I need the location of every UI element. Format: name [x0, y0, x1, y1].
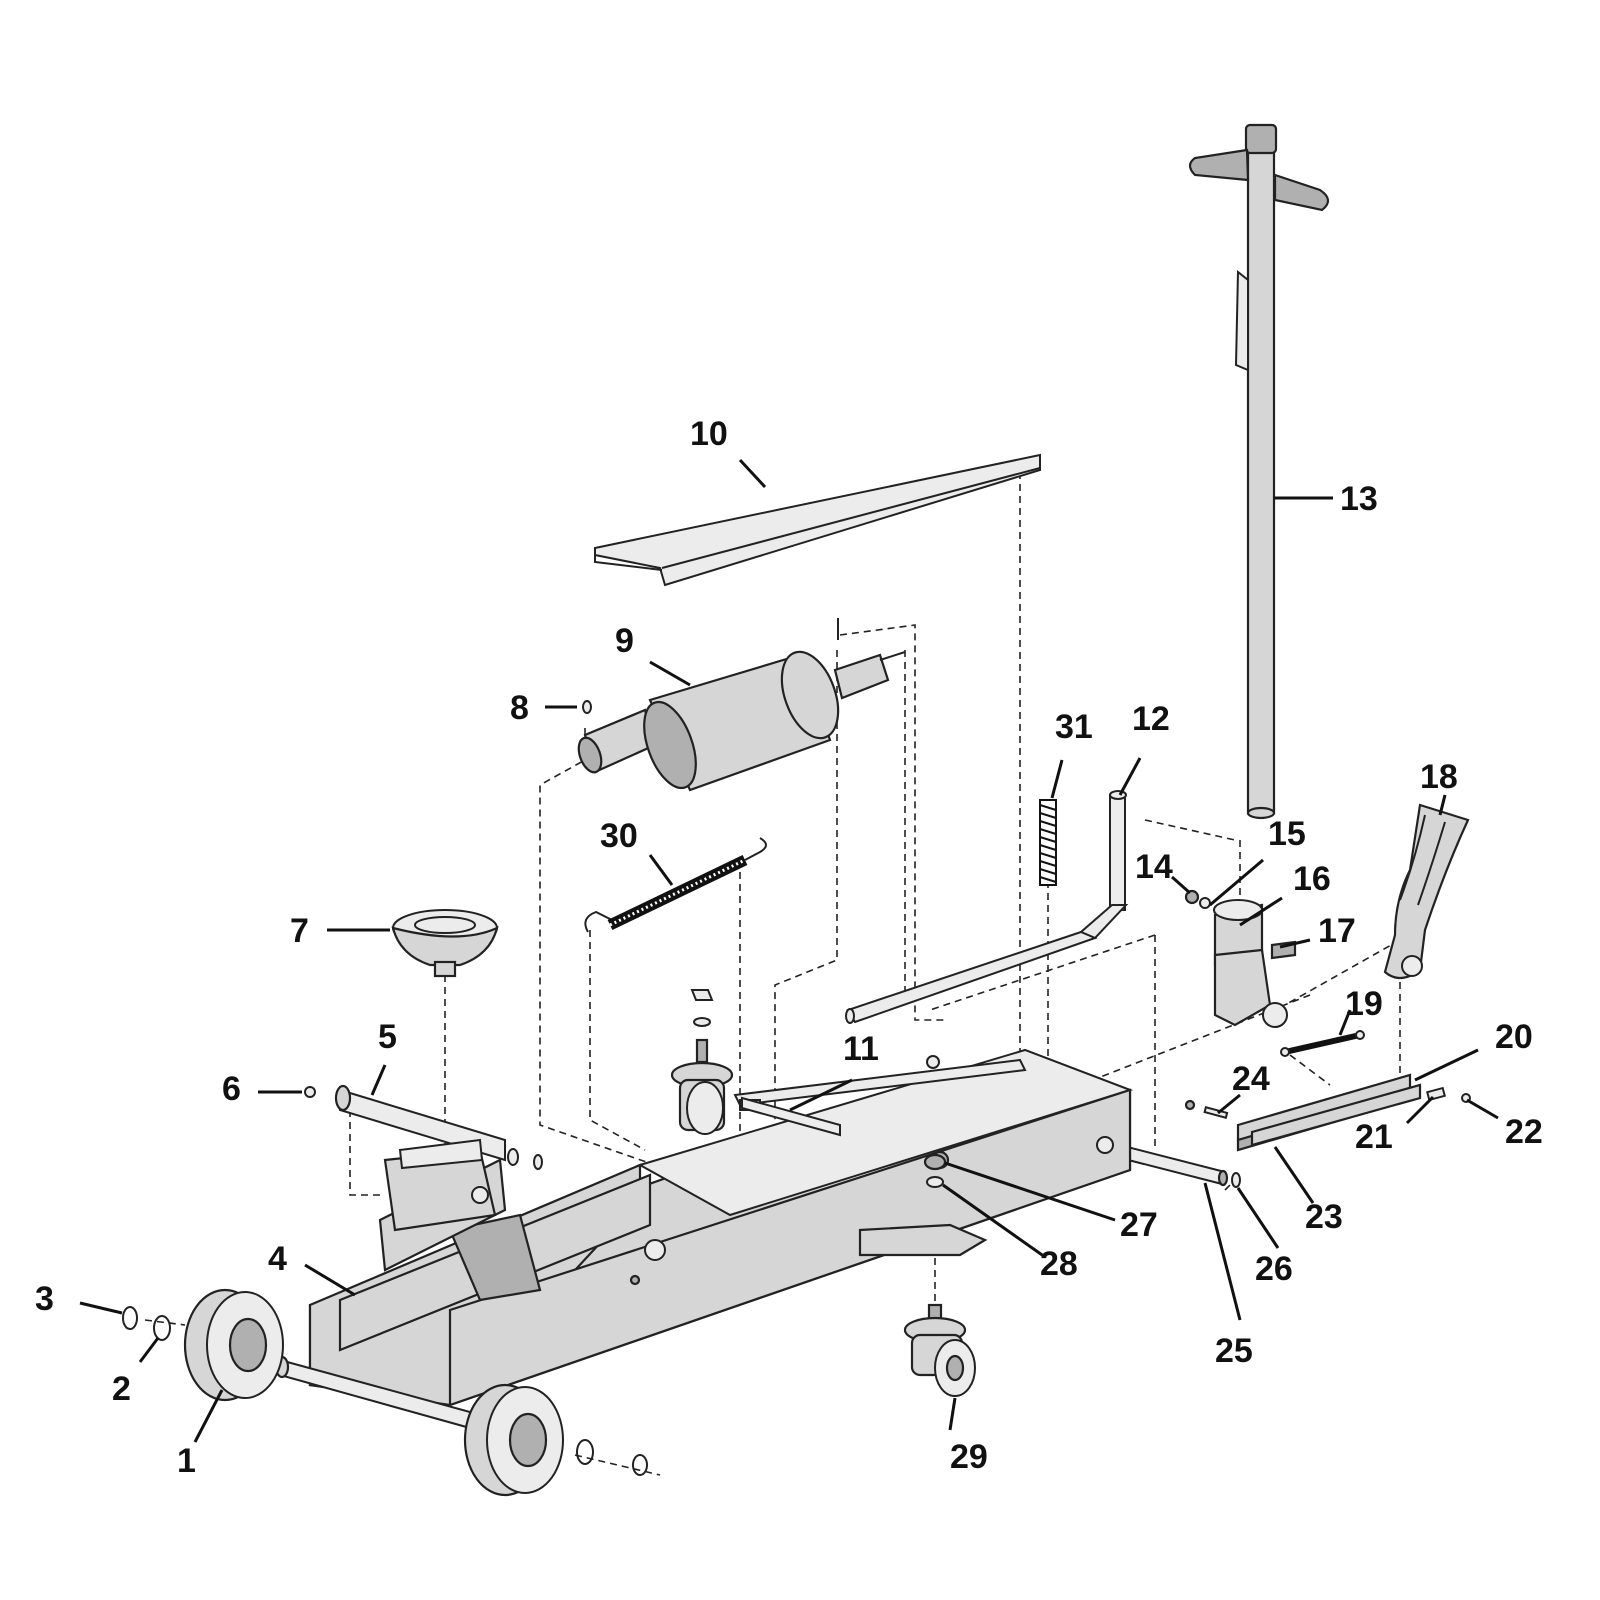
callout-27: 27 — [1120, 1206, 1158, 1244]
callout-15: 15 — [1268, 815, 1306, 853]
callout-19: 19 — [1345, 985, 1383, 1023]
spring-19 — [1280, 1030, 1365, 1057]
callout-6: 6 — [222, 1070, 241, 1108]
handle-yoke — [1383, 803, 1470, 980]
callout-22: 22 — [1505, 1113, 1543, 1151]
callout-9: 9 — [615, 622, 634, 660]
caster-wheel — [903, 1303, 976, 1397]
callout-24: 24 — [1232, 1060, 1270, 1098]
callout-3: 3 — [35, 1280, 54, 1318]
callout-23: 23 — [1305, 1198, 1343, 1236]
callout-1: 1 — [177, 1442, 196, 1480]
clips — [304, 1086, 543, 1170]
callout-25: 25 — [1215, 1332, 1253, 1370]
callout-16: 16 — [1293, 860, 1331, 898]
callout-7: 7 — [290, 912, 309, 950]
callout-12: 12 — [1132, 700, 1170, 738]
saddle-link — [334, 1084, 506, 1232]
callout-14: 14 — [1135, 848, 1173, 886]
callout-8: 8 — [510, 689, 529, 727]
handle-socket-group — [1184, 889, 1297, 1028]
return-spring — [584, 837, 767, 933]
callout-18: 18 — [1420, 758, 1458, 796]
callout-28: 28 — [1040, 1245, 1078, 1283]
axle-rod — [741, 1096, 841, 1137]
rings-2-3 — [122, 1306, 648, 1476]
callout-17: 17 — [1318, 912, 1356, 950]
callout-30: 30 — [600, 817, 638, 855]
hydraulic-cylinder — [577, 618, 906, 792]
callout-29: 29 — [950, 1438, 988, 1476]
compression-spring — [1039, 799, 1057, 886]
callout-20: 20 — [1495, 1018, 1533, 1056]
washers-27-28 — [923, 1153, 947, 1188]
callout-10: 10 — [690, 415, 728, 453]
caster-exploded-top — [670, 989, 734, 1135]
callout-21: 21 — [1355, 1118, 1393, 1156]
callout-11: 11 — [843, 1030, 879, 1068]
top-cover-plate — [594, 453, 1041, 587]
callout-4: 4 — [268, 1240, 287, 1278]
handle — [1188, 123, 1330, 820]
rear-wheels — [183, 1288, 564, 1497]
pin-8 — [582, 700, 592, 714]
saddle — [391, 909, 499, 978]
callout-labels: 10 9 8 13 12 31 30 7 5 6 4 3 2 1 11 14 1… — [35, 415, 1543, 1480]
release-rod — [845, 790, 1129, 1024]
callout-5: 5 — [378, 1018, 397, 1056]
callout-31: 31 — [1055, 708, 1093, 746]
callout-26: 26 — [1255, 1250, 1293, 1288]
callout-2: 2 — [112, 1370, 131, 1408]
leader-lines — [79, 458, 1499, 1443]
small-hardware — [1184, 1086, 1471, 1188]
callout-13: 13 — [1340, 480, 1378, 518]
link-bars — [1236, 1073, 1422, 1152]
